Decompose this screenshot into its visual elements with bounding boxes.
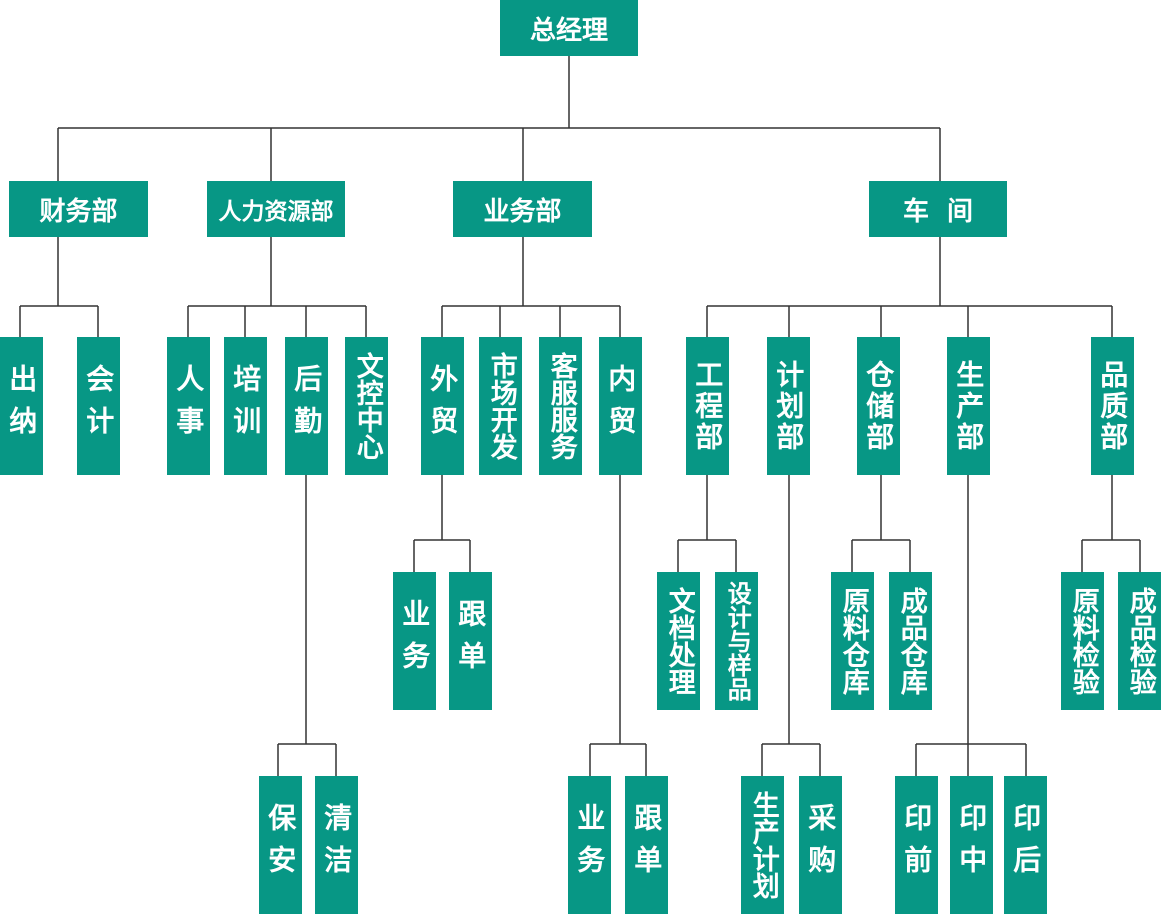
finished-store-box: 成品仓库 (889, 572, 932, 710)
cashier-box: 出纳 (0, 337, 43, 475)
domestic-trade-box: 内贸 (599, 337, 642, 475)
engineering-box: 工程部 (686, 337, 729, 475)
quality-box: 品质部 (1091, 337, 1134, 475)
customer-service-box: 客服服务 (539, 337, 582, 475)
personnel-box: 人事 (167, 337, 210, 475)
security-box: 保安 (259, 776, 302, 914)
foreign-trade-box: 外贸 (421, 337, 464, 475)
doc-control-box: 文控中心 (345, 337, 388, 475)
accounting-box: 会计 (77, 337, 120, 475)
logistics-box: 后勤 (285, 337, 328, 475)
workshop-dept-box: 车 间 (869, 181, 1007, 237)
domestic-trade-business-box: 业务 (568, 776, 611, 914)
sales-dept-box: 业务部 (453, 181, 592, 237)
post-press-box: 印后 (1004, 776, 1047, 914)
warehouse-box: 仓储部 (857, 337, 900, 475)
planning-box: 计划部 (767, 337, 810, 475)
training-box: 培训 (224, 337, 267, 475)
documents-box: 文档处理 (657, 572, 700, 710)
finished-inspection-box: 成品检验 (1118, 572, 1161, 710)
domestic-trade-followup-box: 跟单 (625, 776, 668, 914)
cleaning-box: 清洁 (315, 776, 358, 914)
hr-dept-box: 人力资源部 (207, 181, 345, 237)
raw-inspection-box: 原料检验 (1061, 572, 1104, 710)
design-sample-box: 设计与样品 (715, 572, 758, 710)
foreign-trade-business-box: 业务 (393, 572, 436, 710)
foreign-trade-followup-box: 跟单 (449, 572, 492, 710)
production-plan-box: 生产计划 (741, 776, 784, 914)
ceo-box: 总经理 (500, 0, 638, 56)
finance-dept-box: 财务部 (9, 181, 148, 237)
purchasing-box: 采购 (799, 776, 842, 914)
raw-material-store-box: 原料仓库 (831, 572, 874, 710)
market-dev-box: 市场开发 (479, 337, 522, 475)
production-box: 生产部 (947, 337, 990, 475)
pre-press-box: 印前 (895, 776, 938, 914)
printing-box: 印中 (950, 776, 993, 914)
